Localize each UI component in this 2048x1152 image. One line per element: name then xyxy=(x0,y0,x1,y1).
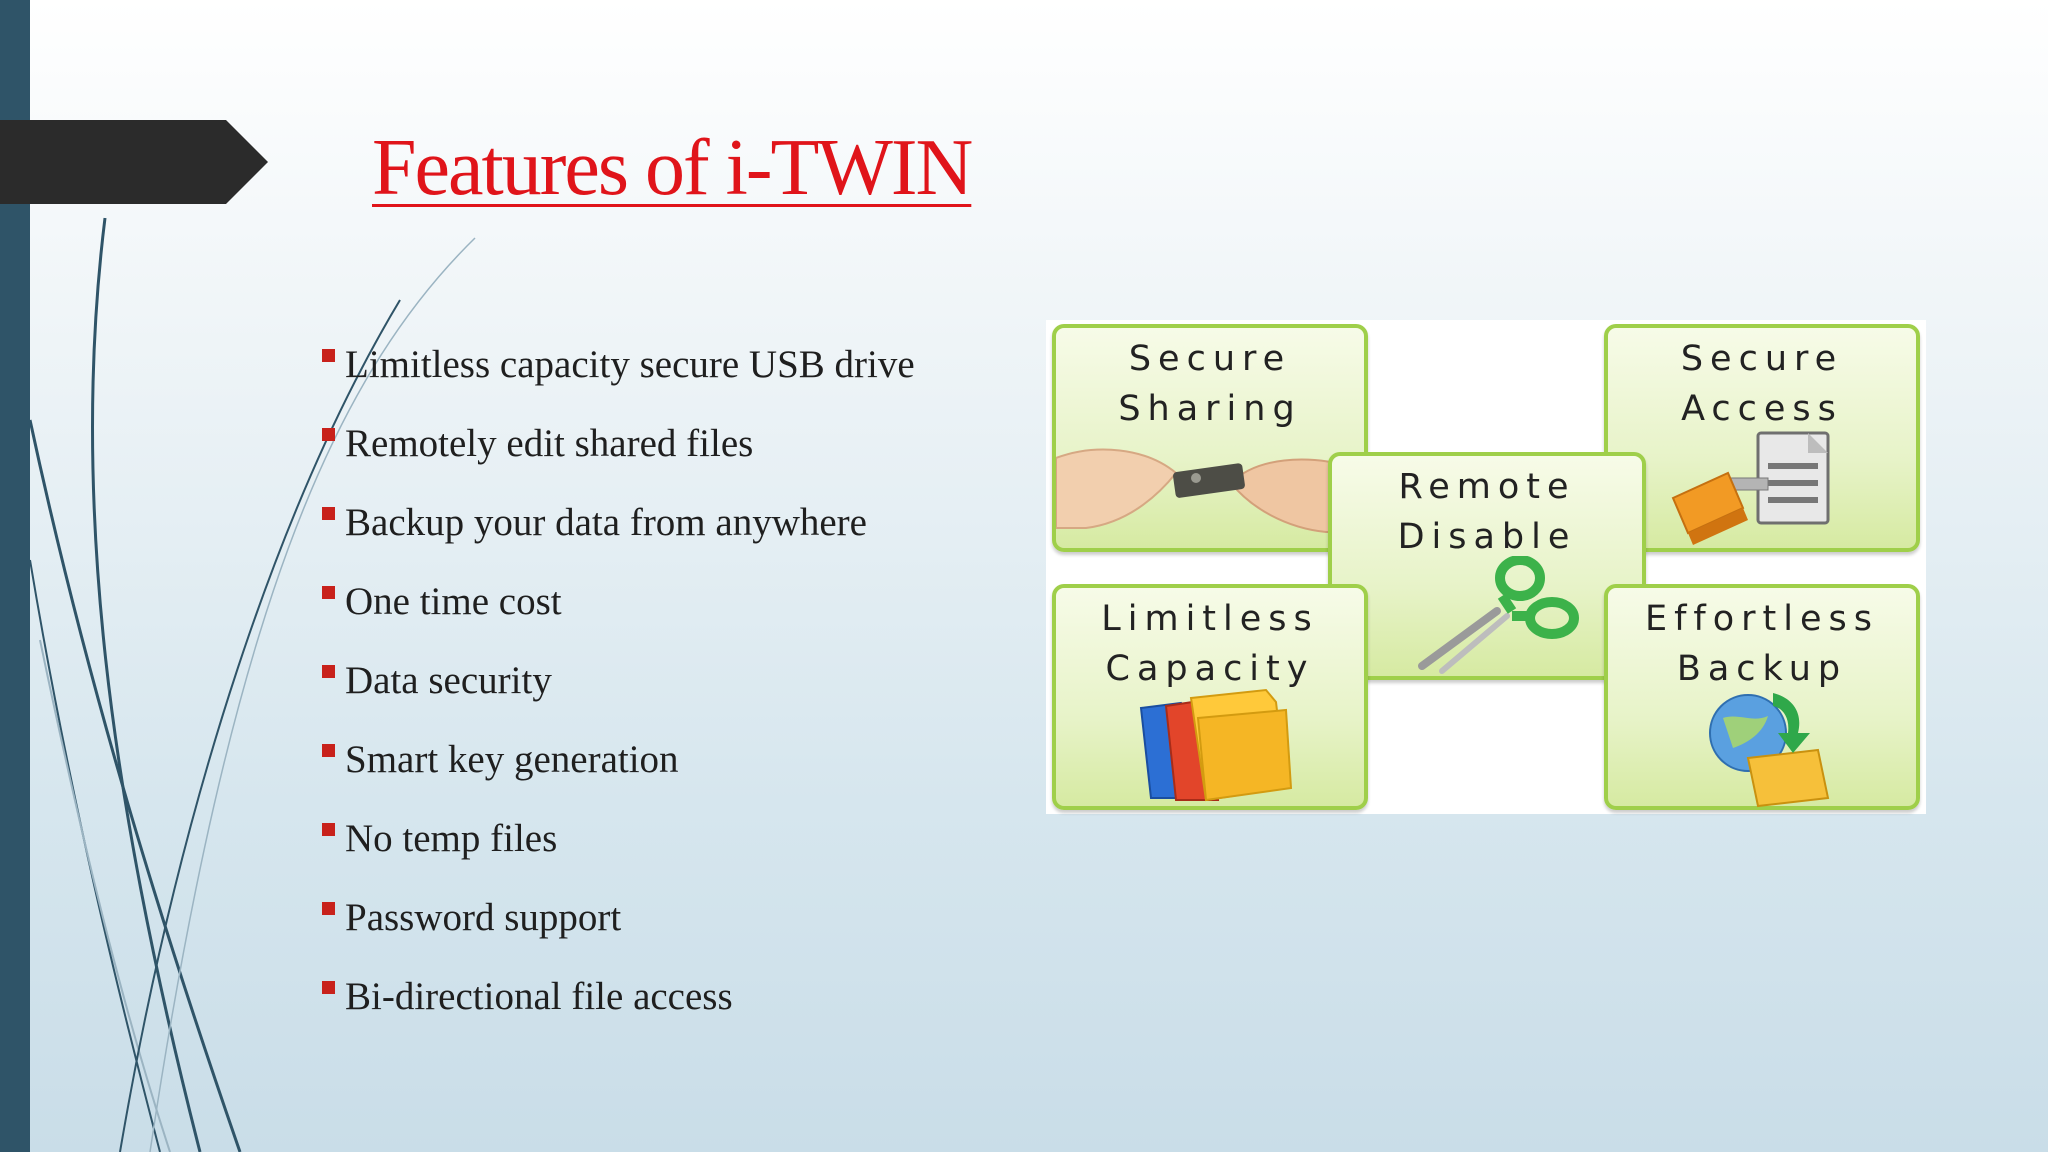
feature-diagram: Secure Sharing Secure Access xyxy=(1046,320,1926,814)
bullet-icon xyxy=(322,981,335,994)
bullet-icon xyxy=(322,823,335,836)
tile-label: Secure Access xyxy=(1680,339,1844,429)
feature-text: Remotely edit shared files xyxy=(345,422,754,465)
feature-text: Limitless capacity secure USB drive xyxy=(345,343,915,386)
tile-secure-access: Secure Access xyxy=(1604,324,1920,552)
feature-text: One time cost xyxy=(345,580,562,623)
bullet-icon xyxy=(322,428,335,441)
list-item: Limitless capacity secure USB drive xyxy=(322,325,915,404)
tile-label: Limitless Capacity xyxy=(1101,599,1319,689)
list-item: Data security xyxy=(322,641,915,720)
bullet-icon xyxy=(322,744,335,757)
title-tab-arrow xyxy=(0,120,268,204)
bullet-icon xyxy=(322,902,335,915)
tile-limitless-capacity: Limitless Capacity xyxy=(1052,584,1368,810)
slide-title: Features of i-TWIN xyxy=(372,124,973,212)
feature-text: Data security xyxy=(345,659,552,702)
tile-label: Remote Disable xyxy=(1397,467,1577,557)
list-item: Password support xyxy=(322,878,915,957)
list-item: Backup your data from anywhere xyxy=(322,483,915,562)
feature-text: No temp files xyxy=(345,817,558,860)
bullet-icon xyxy=(322,586,335,599)
tile-remote-disable: Remote Disable xyxy=(1328,452,1646,680)
list-item: Bi-directional file access xyxy=(322,957,915,1036)
feature-list: Limitless capacity secure USB drive Remo… xyxy=(322,325,915,1036)
feature-text: Smart key generation xyxy=(345,738,679,781)
bullet-icon xyxy=(322,507,335,520)
tile-label: Effortless Backup xyxy=(1644,599,1879,689)
tile-effortless-backup: Effortless Backup xyxy=(1604,584,1920,810)
feature-text: Bi-directional file access xyxy=(345,975,733,1018)
feature-text: Password support xyxy=(345,896,622,939)
hands-usb-icon xyxy=(1056,448,1356,533)
list-item: One time cost xyxy=(322,562,915,641)
lock-document-icon xyxy=(1671,431,1830,545)
list-item: Smart key generation xyxy=(322,720,915,799)
list-item: No temp files xyxy=(322,799,915,878)
scissors-icon xyxy=(1418,556,1579,674)
tile-secure-sharing: Secure Sharing xyxy=(1052,324,1368,552)
list-item: Remotely edit shared files xyxy=(322,404,915,483)
folders-icon xyxy=(1139,688,1293,802)
feature-text: Backup your data from anywhere xyxy=(345,501,867,544)
tile-label: Secure Sharing xyxy=(1118,339,1302,429)
bullet-icon xyxy=(322,665,335,678)
bullet-icon xyxy=(322,349,335,362)
globe-folder-icon xyxy=(1709,693,1830,808)
